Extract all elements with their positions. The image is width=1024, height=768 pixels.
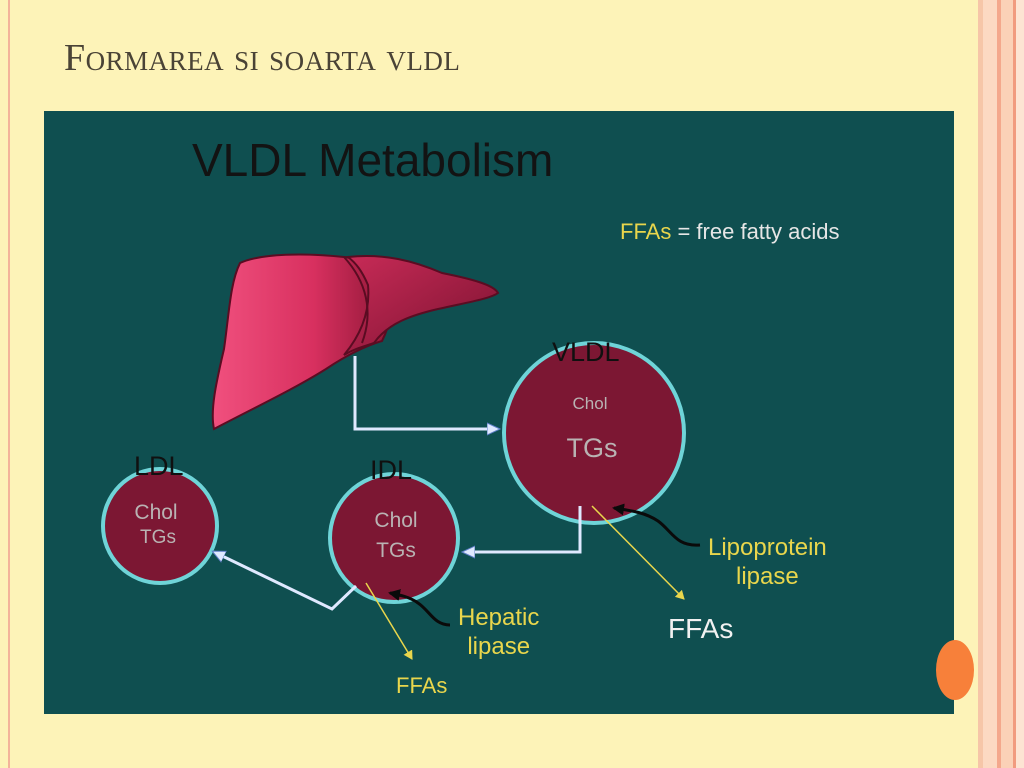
ffa-legend: FFAs = free fatty acids	[620, 219, 840, 245]
hepatic-lipase-ffas: FFAs	[396, 673, 448, 698]
idl-tgs-label: TGs	[376, 539, 416, 562]
hepatic-lipase-line1: Hepatic	[458, 604, 540, 631]
arrow-vldl-ffa-release	[591, 505, 685, 600]
arrow-idl-ffa-release	[365, 582, 413, 660]
vldl-chol-label: Chol	[572, 394, 608, 413]
hepatic-lipase-pointer	[388, 589, 451, 627]
slide-frame-line	[8, 0, 10, 768]
hepatic-lipase-label: Hepatic lipase	[458, 603, 539, 661]
lipoprotein-lipase-label: Lipoprotein lipase	[708, 533, 827, 591]
decorative-orange-dot	[936, 640, 974, 700]
diagram-panel: VLDL Metabolism FFAs = free fatty acids …	[44, 111, 954, 714]
arrow-vldl-to-idl	[464, 506, 582, 552]
arrow-idl-to-ldl	[214, 552, 358, 611]
lipoprotein-lipase-line2: lipase	[736, 563, 799, 590]
idl-label: IDL	[370, 455, 413, 485]
slide-title: Formarea si soarta vldl	[64, 37, 461, 79]
lipoprotein-lipase-pointer	[612, 503, 701, 547]
idl-particle	[328, 472, 460, 604]
arrow-liver-to-vldl	[353, 356, 498, 429]
legend-key: FFAs	[620, 219, 672, 244]
ldl-particle	[101, 467, 219, 585]
ldl-chol-label: Chol	[134, 501, 178, 524]
decorative-stripes	[978, 0, 1024, 768]
liver-icon	[211, 253, 500, 431]
legend-definition: = free fatty acids	[677, 219, 840, 244]
vldl-particle	[502, 341, 686, 525]
hepatic-lipase-line2: lipase	[467, 633, 531, 660]
ldl-tgs-label: TGs	[140, 527, 176, 548]
lipoprotein-lipase-line1: Lipoprotein	[708, 534, 827, 561]
idl-chol-label: Chol	[374, 509, 418, 532]
ldl-label: LDL	[134, 451, 184, 481]
lipoprotein-lipase-ffas: FFAs	[668, 613, 734, 644]
diagram-heading: VLDL Metabolism	[192, 134, 554, 186]
diagram-graphics	[101, 253, 701, 660]
vldl-tgs-label: TGs	[566, 433, 618, 463]
vldl-label: VLDL	[552, 337, 620, 367]
